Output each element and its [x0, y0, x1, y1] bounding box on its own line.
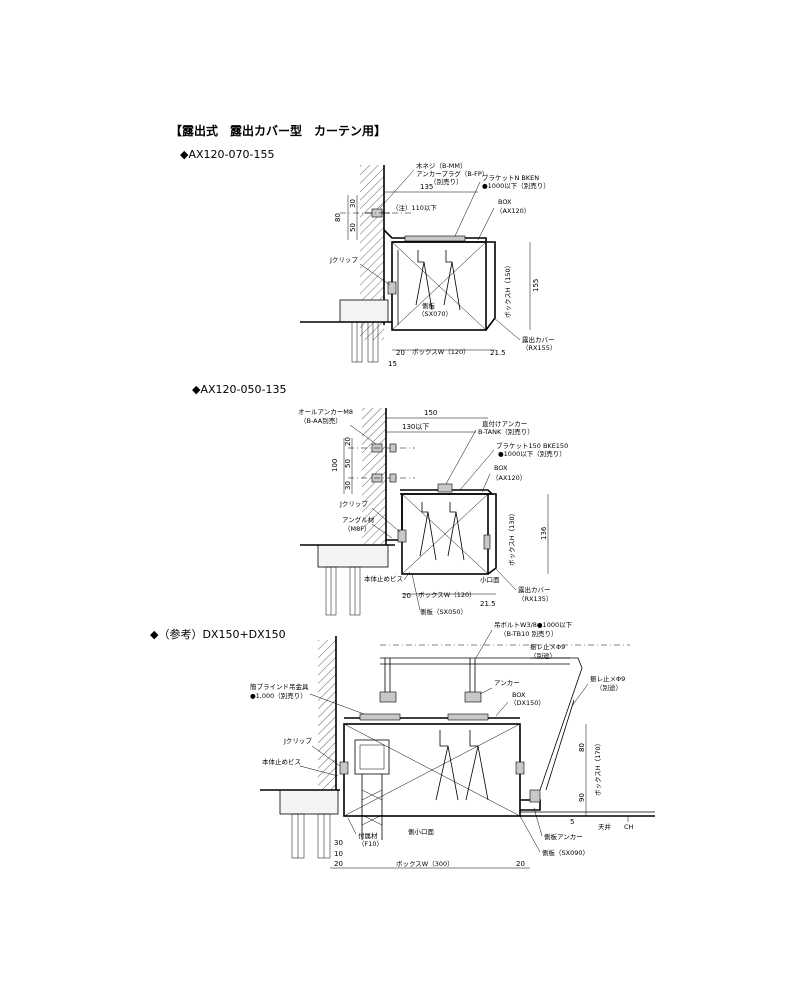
s3-label-smallcut: 側小口面 — [408, 827, 435, 836]
s2-label-bracket-sub: ●1000以下（別売り） — [498, 449, 566, 458]
section-3-heading: ◆（参考）DX150+DX150 — [150, 627, 286, 641]
s3-dim-30: 30 — [334, 839, 343, 847]
s3-label-box-sub: （DX150） — [510, 699, 545, 707]
s1-label-cover: 露出カバー — [522, 335, 555, 344]
s2-label-allanchor: オールアンカーM8 — [298, 408, 353, 416]
s3-dim-20b: 20 — [516, 860, 525, 868]
s1-label-box: BOX — [498, 198, 512, 206]
s1-label-box-sub: （AX120） — [496, 207, 530, 215]
s2-label-allanchor-sub: （B-AA別売） — [300, 416, 342, 425]
s3-label-brace2-sub: （別途） — [596, 683, 622, 692]
s1-dim-80: 80 — [334, 213, 342, 222]
s1-label-sidepanel-sub: （SX070） — [418, 310, 452, 318]
s2-label-sidepanel: 側板（SX050） — [420, 607, 467, 616]
s1-dim-30: 30 — [349, 199, 357, 208]
s3-dim-10: 10 — [334, 850, 343, 858]
s3-label-attach: 付属材 — [358, 831, 378, 840]
s2-label-jclip: Jクリップ — [339, 500, 368, 508]
s3-label-screw: 本体止めビス — [262, 757, 301, 766]
s1-dim-50: 50 — [349, 223, 357, 232]
s3-label-brace2: 振レ止メΦ9 — [590, 674, 625, 683]
s3-label-hangbolt-sub: （B-TB10 別売り） — [500, 629, 557, 638]
s3-label-brace1-sub: （別途） — [530, 651, 556, 660]
s2-label-box: BOX — [494, 464, 508, 472]
s1-boxh: ボックスH（150） — [504, 262, 512, 318]
page-title: 【露出式 露出カバー型 カーテン用】 — [170, 123, 386, 138]
s1-dim-15: 15 — [388, 360, 397, 368]
s3-dim-20: 20 — [334, 860, 343, 868]
s3-label-attach-sub: （F10） — [358, 840, 383, 848]
s1-label-bracket-sub: ●1000以下（別売り） — [482, 181, 550, 190]
s3-label-anchor: アンカー — [494, 679, 520, 687]
s3-label-ceiling: 天井 — [598, 822, 612, 831]
s1-boxw: ボックスW（120） — [412, 348, 470, 356]
s2-label-direct-sub: B-TANK（別売り） — [478, 427, 534, 436]
s2-dim-130: 130以下 — [402, 423, 429, 431]
s2-boxw: ボックスW（120） — [418, 591, 476, 599]
s1-dim-20: 20 — [396, 349, 405, 357]
s2-dim-21-5: 21.5 — [480, 600, 496, 608]
s2-dim-150: 150 — [424, 409, 437, 417]
s3-label-hangbolt: 吊ボルトW3/8●1000以下 — [494, 621, 573, 629]
s2-label-direct: 直付けアンカー — [482, 419, 527, 428]
s2-label-smallcut: 小口面 — [480, 575, 500, 584]
s3-label-brace1: 振レ止メΦ9 — [530, 642, 565, 651]
s1-dim-21-5: 21.5 — [490, 349, 506, 357]
s2-label-box-sub: （AX120） — [492, 474, 526, 482]
s3-label-box: BOX — [512, 691, 526, 699]
s1-label-cover-sub: （RX155） — [522, 344, 556, 352]
s3-label-ch: CH — [624, 823, 634, 831]
s1-label-note: （注）110以下 — [392, 203, 437, 212]
section-2-heading: ◆AX120-050-135 — [192, 383, 286, 396]
s2-label-cover: 露出カバー — [518, 585, 551, 594]
s3-label-sidepanel: 側板（SX090） — [542, 848, 589, 857]
s2-label-bracket: ブラケット150 BKE150 — [496, 441, 568, 450]
s1-label-plug: アンカープラグ（B-FP） — [416, 169, 488, 178]
s2-dim-100: 100 — [331, 459, 339, 472]
s2-dim-50: 50 — [344, 459, 352, 468]
s2-dim-20b: 20 — [402, 592, 411, 600]
s3-label-sideanchor: 側板アンカー — [544, 832, 583, 841]
section-1-drawing: ◆AX120-070-155 — [180, 148, 556, 368]
s1-label-jclip: Jクリップ — [329, 256, 358, 264]
s3-boxw: ボックスW（300） — [396, 860, 454, 868]
s3-dim-90: 90 — [578, 793, 586, 802]
s2-dim-30: 30 — [344, 481, 352, 490]
section-2-drawing: ◆AX120-050-135 150 130 — [192, 383, 568, 616]
s2-label-angle: アングル材 — [342, 515, 375, 524]
s3-boxh: ボックスH（170） — [594, 740, 602, 796]
s2-dim-136: 136 — [540, 526, 548, 540]
s1-label-screw: 木ネジ（B-MM） — [416, 161, 467, 170]
s3-dim-5: 5 — [570, 818, 574, 826]
s1-label-bracket: ブラケットN BKEN — [482, 173, 539, 182]
s2-boxh: ボックスH（130） — [508, 510, 516, 566]
s1-dim-135: 135 — [420, 183, 433, 191]
s2-label-angle-sub: （M8F） — [344, 525, 370, 533]
s3-dim-80: 80 — [578, 743, 586, 752]
s3-label-blind-sub: ●1,000（別売り） — [250, 691, 307, 700]
section-3-drawing: ◆（参考）DX150+DX150 — [150, 621, 655, 869]
s3-label-jclip: Jクリップ — [283, 737, 312, 745]
s1-label-plug-sub: （別売り） — [430, 177, 463, 186]
s2-label-cover-sub: （RX135） — [518, 595, 552, 603]
s1-dim-155: 155 — [532, 279, 540, 292]
s1-label-sidepanel: 側板 — [422, 301, 436, 310]
s2-label-screw: 本体止めビス — [364, 574, 403, 583]
s3-label-blind: 簡ブラインド吊金具 — [250, 682, 309, 691]
s2-dim-20: 20 — [344, 437, 352, 446]
section-1-heading: ◆AX120-070-155 — [180, 148, 274, 161]
